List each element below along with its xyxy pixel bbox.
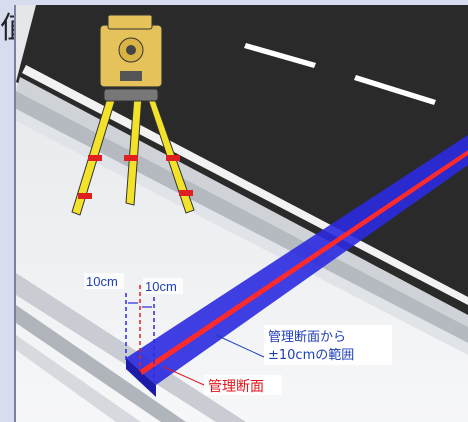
curb-face <box>16 91 468 343</box>
range-leader-line <box>215 334 265 358</box>
management-section-label: 管理断面 <box>208 379 264 395</box>
range-label-line1: 管理断面から <box>268 330 346 345</box>
total-station-icon <box>99 14 163 88</box>
management-section-line <box>140 150 468 375</box>
edge-strip-3 <box>16 335 141 422</box>
curb-top <box>16 77 468 327</box>
offset-markers <box>125 285 155 383</box>
illustration-svg: 10cm 10cm 管理断面から ±10cmの範囲 管理断面 <box>16 5 468 422</box>
edge-strip-2 <box>16 305 186 422</box>
edge-strip-1 <box>16 273 246 422</box>
section-leader-line <box>163 366 205 386</box>
range-band-side <box>126 358 156 397</box>
offset-label-right: 10cm <box>145 279 177 294</box>
range-label-line2: ±10cmの範囲 <box>268 348 354 363</box>
lane-markings <box>244 43 436 105</box>
survey-illustration: 10cm 10cm 管理断面から ±10cmの範囲 管理断面 <box>14 5 468 422</box>
offset-label-left: 10cm <box>86 274 118 289</box>
tripod <box>71 88 195 216</box>
